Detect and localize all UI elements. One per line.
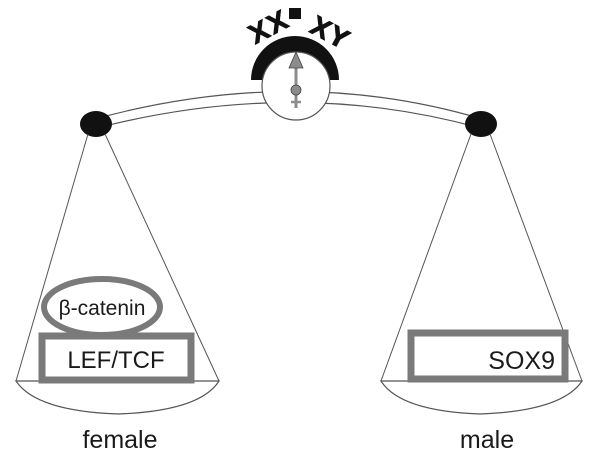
right-pivot-knob	[465, 111, 497, 137]
beta-catenin-label: β-catenin	[59, 297, 146, 320]
sox9-node: SOX9	[407, 329, 569, 383]
left-pivot-knob	[80, 111, 112, 137]
male-caption: male	[460, 426, 514, 454]
female-caption: female	[82, 426, 157, 454]
sox9-label: SOX9	[488, 347, 555, 375]
right-pan	[379, 380, 584, 415]
lef-tcf-label: LEF/TCF	[67, 347, 164, 374]
lef-tcf-node: LEF/TCF	[38, 332, 195, 384]
left-pan	[14, 380, 221, 415]
beta-catenin-node: β-catenin	[41, 276, 163, 338]
balance-indicator	[261, 51, 331, 121]
left-pan-strings	[15, 133, 220, 382]
